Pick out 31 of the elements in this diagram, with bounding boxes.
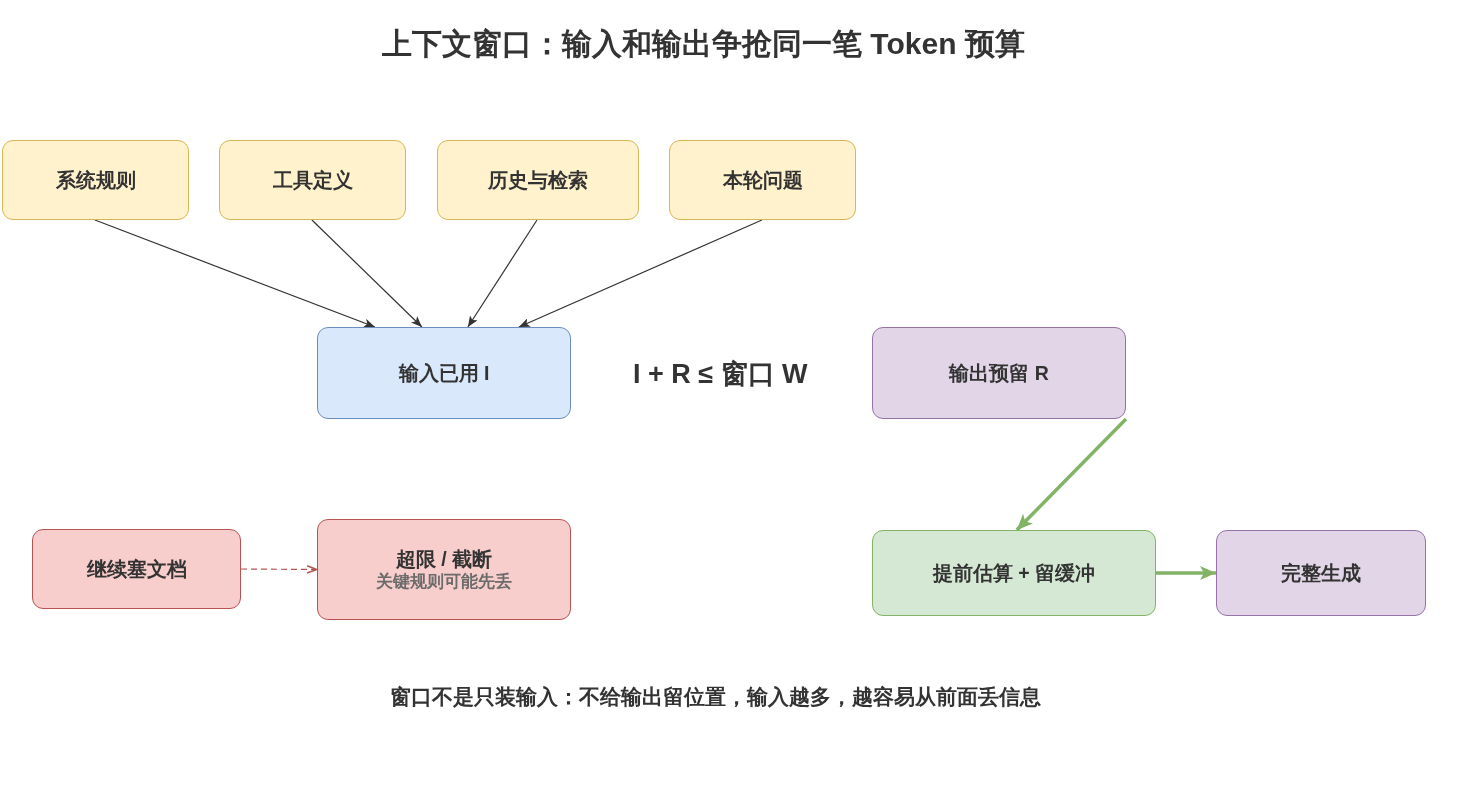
note-text: 关键规则可能先丢 bbox=[376, 570, 512, 592]
node-text: 提前估算 + 留缓冲 bbox=[932, 560, 1096, 586]
node-text: 历史与检索 bbox=[488, 167, 588, 193]
process-box bbox=[317, 519, 571, 620]
arrow bbox=[240, 565, 318, 574]
node-text: 系统规则 bbox=[55, 167, 136, 193]
process-box bbox=[32, 529, 241, 609]
node-text: 输出预留 R bbox=[949, 360, 1049, 386]
title: 上下文窗口：输入和输出争抢同一笔 Token 预算 bbox=[382, 26, 1025, 62]
process-box bbox=[669, 140, 856, 220]
arrow bbox=[311, 219, 423, 328]
node-text: 超限 / 截断 bbox=[395, 546, 493, 571]
node-text: 输入已用 I bbox=[398, 360, 490, 386]
arrow bbox=[467, 219, 538, 328]
process-box bbox=[437, 140, 639, 220]
node-text: 继续塞文档 bbox=[86, 556, 187, 582]
process-box bbox=[317, 327, 571, 419]
arrow bbox=[518, 219, 763, 328]
arrow bbox=[1156, 566, 1216, 580]
process-box bbox=[872, 327, 1126, 419]
arrow bbox=[1015, 417, 1128, 532]
node-text: 完整生成 bbox=[1281, 560, 1361, 586]
process-box bbox=[872, 530, 1156, 616]
arrow bbox=[94, 219, 376, 328]
node-text: 本轮问题 bbox=[722, 167, 803, 193]
node-text: 工具定义 bbox=[272, 167, 353, 193]
formula-text: I + R ≤ 窗口 W bbox=[633, 358, 808, 391]
process-box bbox=[219, 140, 406, 220]
note-text: 窗口不是只装输入：不给输出留位置，输入越多，越容易从前面丢信息 bbox=[390, 684, 1041, 710]
process-box bbox=[1216, 530, 1426, 616]
process-box bbox=[2, 140, 189, 220]
